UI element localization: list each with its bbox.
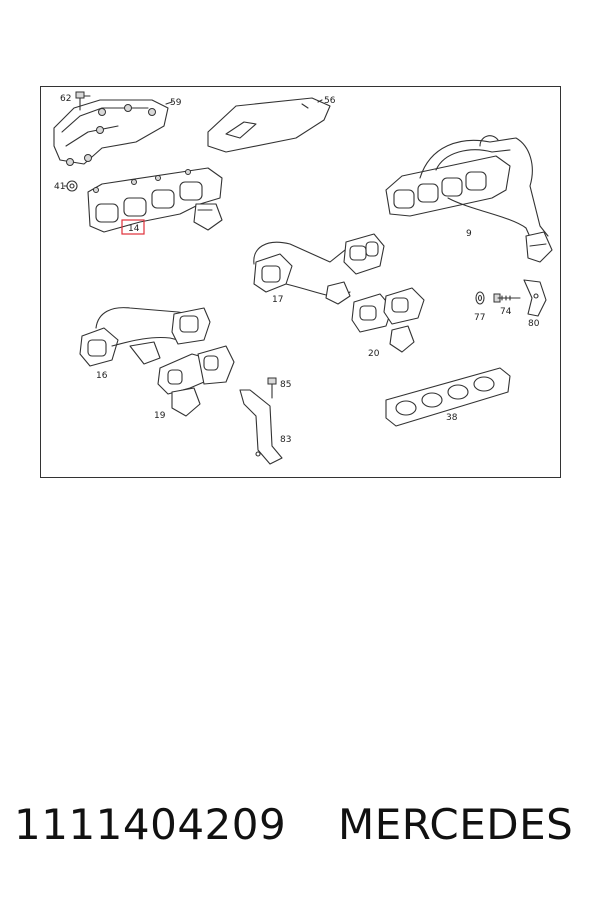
part-number: 1111404209	[14, 800, 287, 849]
callout-77: 77	[474, 313, 485, 323]
callout-56: 56	[324, 96, 336, 106]
stud-74[interactable]	[493, 293, 521, 303]
callout-17: 17	[272, 295, 283, 305]
callout-14: 14	[128, 224, 140, 234]
brand-name: MERCEDES	[338, 800, 574, 849]
bracket-83[interactable]	[239, 389, 283, 465]
callout-83: 83	[280, 435, 291, 445]
heat-shield-59[interactable]	[53, 99, 173, 166]
exhaust-manifold-17[interactable]	[253, 233, 385, 305]
callout-38: 38	[446, 413, 458, 423]
bolt-62[interactable]	[75, 91, 91, 111]
exhaust-manifold-20[interactable]	[351, 287, 425, 353]
callout-59: 59	[170, 98, 182, 108]
callout-9: 9	[466, 229, 472, 239]
bracket-80[interactable]	[523, 279, 547, 317]
gasket-38[interactable]	[385, 367, 511, 427]
exhaust-manifold-19[interactable]	[157, 345, 235, 417]
exhaust-manifold-14[interactable]	[87, 167, 223, 233]
callout-20: 20	[368, 349, 380, 359]
callout-41: 41	[54, 182, 65, 192]
washer-41[interactable]	[63, 180, 78, 192]
callout-80: 80	[528, 319, 540, 329]
parts-diagram: 62 59 56 41 14 9 17 77 74 80 20 16 85 19…	[40, 86, 561, 478]
callout-74: 74	[500, 307, 512, 317]
bolt-85[interactable]	[267, 377, 277, 399]
nut-77[interactable]	[475, 291, 485, 305]
callout-85: 85	[280, 380, 291, 390]
exhaust-manifold-16[interactable]	[79, 307, 211, 367]
callout-16: 16	[96, 371, 108, 381]
callout-62: 62	[60, 94, 71, 104]
footer: 1111404209 MERCEDES	[0, 800, 600, 870]
exhaust-manifold-9[interactable]	[385, 135, 553, 263]
cover-plate-56[interactable]	[207, 97, 331, 153]
callout-19: 19	[154, 411, 166, 421]
highlight-box	[121, 219, 145, 235]
